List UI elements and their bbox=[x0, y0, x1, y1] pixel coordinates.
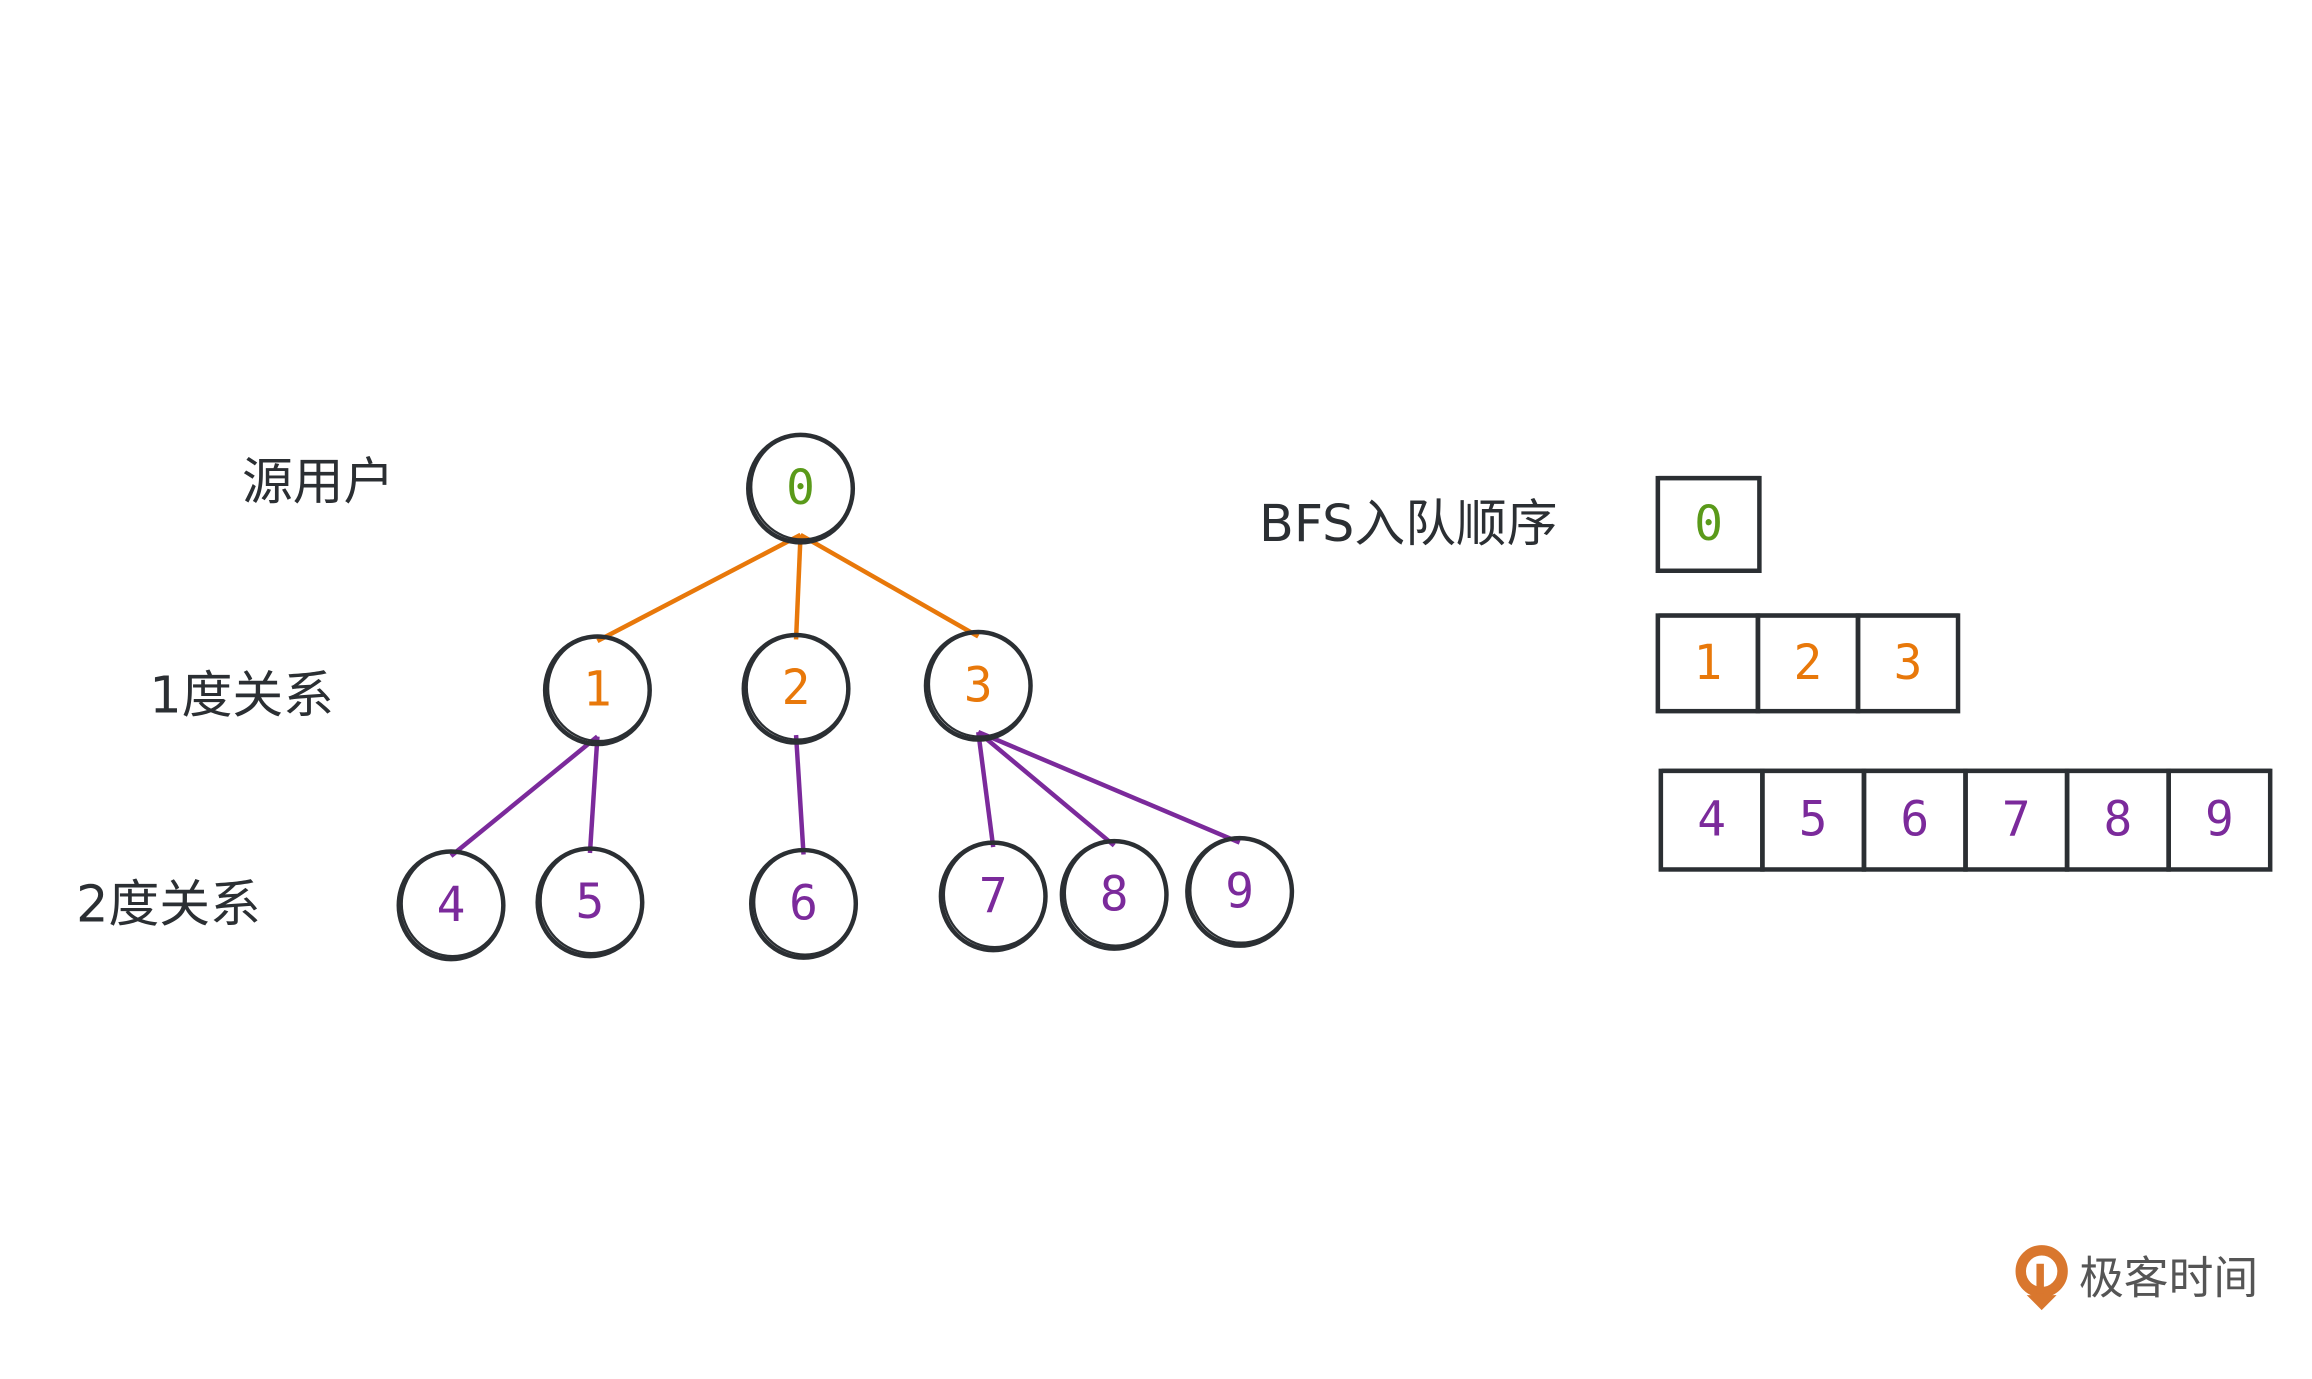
edge-0-1 bbox=[596, 532, 802, 643]
queue-cell-8: 8 bbox=[2064, 768, 2171, 872]
tree-node-0: 0 bbox=[746, 432, 856, 545]
queue-cell-3: 3 bbox=[1855, 613, 1961, 714]
tree-node-5: 5 bbox=[535, 846, 645, 959]
tree-node-2: 2 bbox=[741, 632, 851, 745]
bfs-queue: 0 1 2 3 4 5 6 7 8 9 bbox=[1655, 475, 2273, 872]
node-label: 8 bbox=[1100, 867, 1129, 922]
tree-node-7: 7 bbox=[938, 840, 1048, 953]
node-label: 4 bbox=[437, 878, 466, 933]
node-label: 3 bbox=[964, 658, 993, 713]
edge-0-3 bbox=[799, 532, 980, 639]
edge-3-9 bbox=[977, 730, 1241, 845]
queue-cell-9: 9 bbox=[2166, 768, 2273, 872]
geektime-logo: 极客时间 bbox=[2015, 1245, 2258, 1311]
tree-node-1: 1 bbox=[542, 634, 652, 747]
node-label: 0 bbox=[786, 461, 815, 516]
edge-0-2 bbox=[793, 534, 803, 640]
node-label: 1 bbox=[583, 663, 612, 718]
edge-3-7 bbox=[976, 731, 996, 848]
queue-cell-label: 5 bbox=[1799, 793, 1828, 848]
label-queue-title: BFS入队顺序 bbox=[1259, 494, 1557, 553]
node-label: 5 bbox=[576, 875, 605, 930]
node-label: 6 bbox=[789, 876, 818, 931]
queue-cell-0: 0 bbox=[1655, 475, 1762, 574]
edge-1-5 bbox=[587, 736, 600, 854]
queue-cell-label: 4 bbox=[1697, 793, 1726, 848]
logo-text: 极客时间 bbox=[2079, 1252, 2258, 1305]
queue-row-level-2: 4 5 6 7 8 9 bbox=[1658, 768, 2273, 872]
tree-node-8: 8 bbox=[1059, 838, 1169, 951]
edge-3-8 bbox=[976, 730, 1116, 848]
node-label: 9 bbox=[1225, 864, 1254, 919]
node-label: 2 bbox=[782, 661, 811, 716]
queue-cell-7: 7 bbox=[1963, 768, 2070, 872]
edges bbox=[449, 532, 1241, 858]
queue-cell-2: 2 bbox=[1755, 613, 1861, 714]
edge-2-6 bbox=[793, 734, 806, 855]
label-degree-2: 2度关系 bbox=[76, 875, 261, 934]
queue-row-level-1: 1 2 3 bbox=[1655, 613, 1961, 714]
queue-cell-1: 1 bbox=[1655, 613, 1761, 714]
queue-cell-4: 4 bbox=[1658, 768, 1765, 872]
queue-cell-label: 1 bbox=[1693, 636, 1722, 691]
queue-cell-6: 6 bbox=[1861, 768, 1968, 872]
label-source-user: 源用户 bbox=[242, 452, 394, 511]
queue-cell-label: 7 bbox=[2002, 793, 2031, 848]
tree-node-3: 3 bbox=[923, 629, 1033, 742]
queue-cell-label: 3 bbox=[1894, 636, 1923, 691]
tree-node-4: 4 bbox=[396, 849, 506, 962]
tree-nodes: 0 1 2 3 4 5 6 7 8 9 bbox=[396, 432, 1295, 962]
queue-cell-label: 6 bbox=[1900, 793, 1929, 848]
edge-1-4 bbox=[449, 734, 599, 858]
logo-icon bbox=[2015, 1245, 2068, 1311]
tree-node-9: 9 bbox=[1185, 835, 1295, 948]
queue-cell-5: 5 bbox=[1760, 768, 1867, 872]
queue-row-level-0: 0 bbox=[1655, 475, 1762, 574]
tree-node-6: 6 bbox=[749, 847, 859, 960]
node-label: 7 bbox=[979, 869, 1008, 924]
queue-cell-label: 9 bbox=[2205, 793, 2234, 848]
queue-cell-label: 0 bbox=[1694, 497, 1723, 552]
queue-cell-label: 8 bbox=[2103, 793, 2132, 848]
queue-cell-label: 2 bbox=[1794, 636, 1823, 691]
label-degree-1: 1度关系 bbox=[149, 666, 334, 725]
